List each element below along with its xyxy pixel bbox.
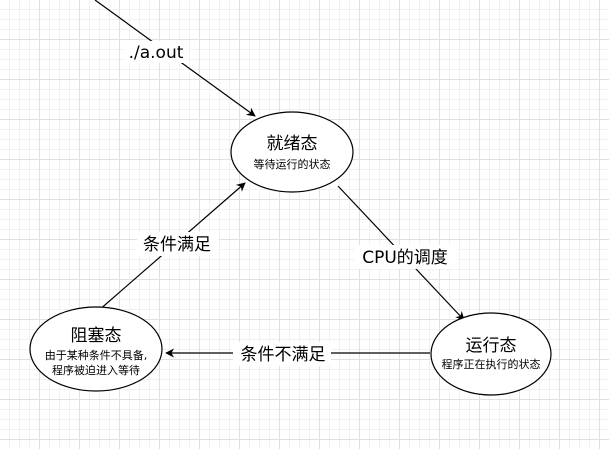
node-running-title: 运行态: [466, 336, 517, 356]
node-running[interactable]: 运行态 程序正在执行的状态: [430, 312, 552, 396]
node-blocked[interactable]: 阻塞态 由于某种条件不具备, 程序被迫进入等待: [29, 306, 163, 392]
node-ready-title: 就绪态: [267, 134, 318, 154]
node-ready[interactable]: 就绪态 等待运行的状态: [230, 111, 354, 193]
node-blocked-subtitle-line-2: 程序被迫进入等待: [52, 363, 140, 377]
edge-label-blocked-to-ready: 条件满足: [143, 235, 211, 255]
edge-label-bg-start: [124, 41, 188, 63]
node-running-subtitle: 程序正在执行的状态: [442, 357, 541, 371]
edge-label-start-to-ready: ./a.out: [129, 43, 184, 63]
node-ready-shape: [230, 111, 354, 193]
node-blocked-title: 阻塞态: [71, 326, 122, 346]
edge-label-bg-not-met: [233, 342, 331, 366]
edge-label-ready-to-running: CPU的调度: [362, 248, 448, 268]
node-blocked-shape: [29, 306, 163, 392]
node-running-shape: [430, 312, 552, 396]
edge-label-bg-met: [137, 232, 219, 256]
node-ready-subtitle: 等待运行的状态: [254, 157, 331, 171]
edge-label-running-to-blocked: 条件不满足: [241, 345, 326, 365]
edge-label-bg-cpu: [354, 245, 458, 269]
node-blocked-subtitle-line-1: 由于某种条件不具备,: [45, 348, 148, 362]
